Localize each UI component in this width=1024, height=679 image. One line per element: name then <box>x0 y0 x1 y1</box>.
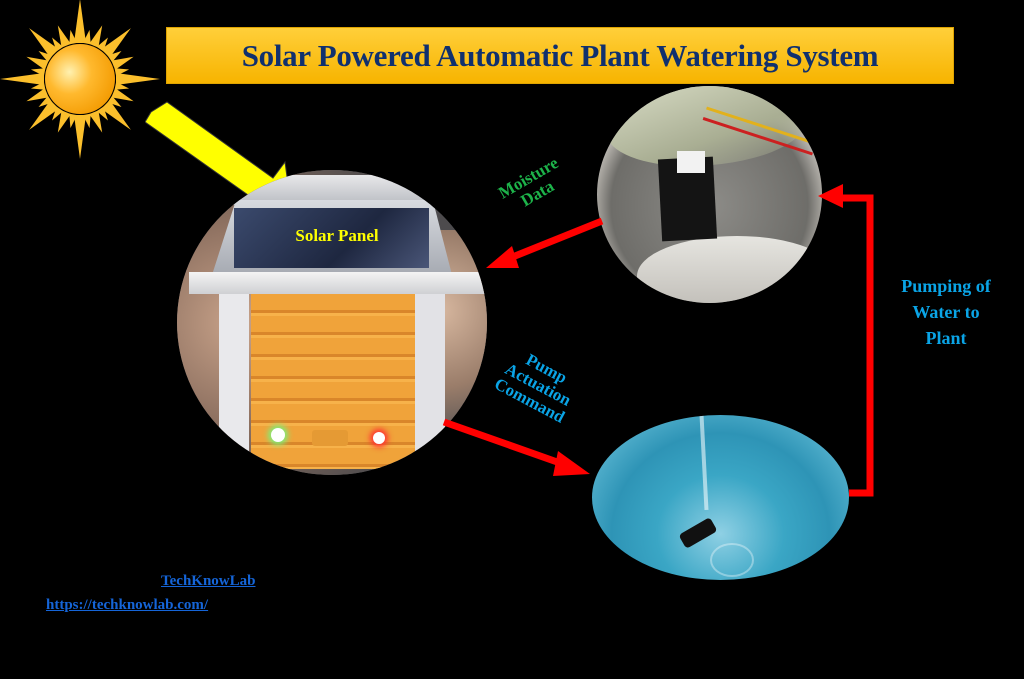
moisture-sensor-image <box>597 86 822 303</box>
website-link[interactable]: https://techknowlab.com/ <box>46 597 209 613</box>
pumping-water-label: Pumping of Water to Plant <box>901 276 991 349</box>
sun-icon <box>0 0 162 162</box>
red-led-icon <box>373 432 385 444</box>
solar-device-image: Solar Panel <box>177 170 487 475</box>
water-tank-image <box>592 415 849 580</box>
title-banner: Solar Powered Automatic Plant Watering S… <box>166 27 954 84</box>
page-title: Solar Powered Automatic Plant Watering S… <box>241 37 879 73</box>
solar-panel-label: Solar Panel <box>295 226 379 245</box>
green-led-icon <box>271 428 285 442</box>
brand-link[interactable]: TechKnowLab <box>161 573 256 589</box>
